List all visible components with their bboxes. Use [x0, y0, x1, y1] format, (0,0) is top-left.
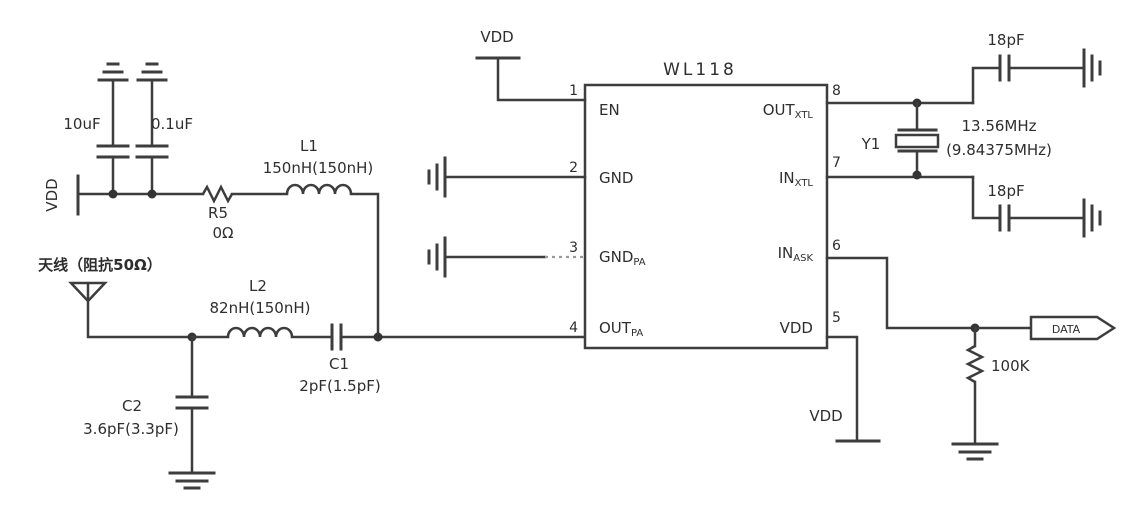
wire-pin5 [825, 335, 859, 443]
junction-dot [912, 170, 922, 180]
pin-number-4: 4 [569, 320, 578, 336]
ground-icon [427, 236, 447, 278]
ground-icon [136, 62, 168, 82]
crystal-y1 [894, 133, 940, 149]
inductor-l1-ref: L1 [300, 137, 318, 155]
pin-label-outxtl: OUTXTL [763, 101, 814, 121]
data-flag-label: DATA [1052, 323, 1081, 336]
inductor-l1-value: 150nH(150nH) [263, 159, 374, 177]
pin-number-2: 2 [569, 160, 578, 176]
capacitor-c2-value: 3.6pF(3.3pF) [83, 420, 179, 438]
vdd-top-label: VDD [480, 28, 513, 46]
wire-18pf-bottom-left [971, 175, 1001, 220]
wire-l1-down [349, 192, 380, 339]
capacitor-c2 [175, 395, 209, 410]
pin-label-inxtl: INXTL [779, 169, 813, 189]
pin-number-6: 6 [832, 238, 841, 254]
capacitor-10uf-label: 10uF [63, 115, 100, 133]
wire-18pf-top-left [971, 66, 1001, 105]
ground-icon [427, 156, 447, 198]
resistor-r5-ref: R5 [208, 204, 228, 222]
chip-name: WL118 [663, 60, 737, 80]
capacitor-c1 [330, 323, 343, 351]
pin-number-3: 3 [569, 240, 578, 256]
junction-dot [373, 332, 383, 342]
crystal-y1-freq-alt: (9.84375MHz) [946, 141, 1052, 159]
junction-dot [108, 189, 118, 199]
pin-number-5: 5 [832, 310, 841, 326]
junction-dot [147, 189, 157, 199]
capacitor-c1-ref: C1 [329, 355, 349, 373]
resistor-100k [965, 344, 985, 384]
pin-number-7: 7 [832, 155, 841, 171]
wire-antenna [86, 282, 194, 339]
crystal-y1-ref: Y1 [861, 135, 881, 153]
inductor-l2-value: 82nH(150nH) [210, 299, 311, 317]
antenna-label: 天线（阻抗50Ω） [38, 256, 162, 274]
capacitor-18pf-bottom-label: 18pF [987, 182, 1024, 200]
data-flag [1029, 315, 1117, 341]
pin-number-1: 1 [569, 83, 578, 99]
capacitor-18pf-bottom [998, 204, 1011, 232]
ground-icon [1082, 48, 1102, 88]
capacitor-18pf-top [998, 54, 1011, 82]
ground-icon [1082, 198, 1102, 238]
ground-icon [951, 442, 999, 461]
inductor-l2 [226, 326, 294, 338]
capacitor-18pf-top-label: 18pF [987, 31, 1024, 49]
crystal-y1-freq: 13.56MHz [961, 117, 1036, 135]
resistor-r5-value: 0Ω [212, 224, 233, 242]
pin-label-gndpa: GNDPA [599, 248, 646, 268]
vdd-bottom-label: VDD [809, 407, 842, 425]
pin-label-inask: INASK [778, 244, 814, 264]
inductor-l1 [285, 183, 353, 195]
pin-label-outpa: OUTPA [599, 319, 643, 339]
pin-label-vdd: VDD [780, 319, 813, 337]
wire-pin1 [496, 56, 587, 102]
chip-body [583, 83, 829, 350]
vdd-left-label: VDD [43, 178, 61, 211]
resistor-r5 [201, 184, 234, 204]
inductor-l2-ref: L2 [249, 277, 267, 295]
capacitor-01uf-label: 0.1uF [151, 115, 193, 133]
ground-icon [97, 62, 129, 82]
wire-pin6 [825, 256, 977, 330]
resistor-100k-label: 100K [991, 357, 1031, 375]
capacitor-c2-ref: C2 [122, 397, 142, 415]
pin-label-en: EN [599, 101, 620, 119]
capacitor-01uf [135, 144, 169, 159]
pin-label-gnd: GND [599, 169, 633, 187]
capacitor-10uf [96, 144, 130, 159]
ground-icon [168, 471, 216, 490]
capacitor-c1-value: 2pF(1.5pF) [299, 377, 380, 395]
pin-number-8: 8 [832, 83, 841, 99]
